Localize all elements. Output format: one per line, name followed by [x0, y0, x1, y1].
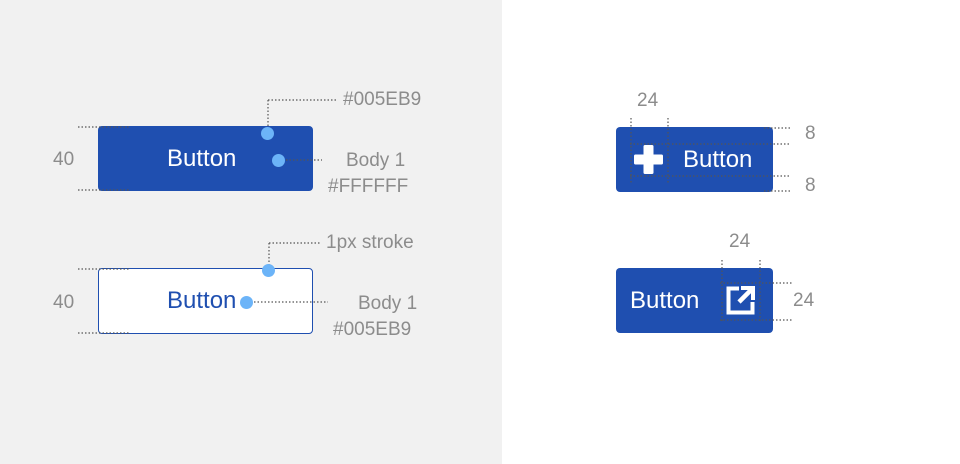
secondary-font-label: Body 1: [358, 293, 418, 314]
secondary-stroke-label: 1px stroke: [326, 232, 414, 253]
trailing-icon-width-label: 24: [729, 231, 751, 252]
stroke-marker: [262, 264, 275, 277]
outline-text-marker: [240, 296, 253, 309]
primary-button-label: Button: [167, 144, 237, 172]
primary-fill-color-label: #005EB9: [343, 89, 422, 110]
primary-height-label: 40: [53, 149, 75, 170]
primary-font-label: Body 1: [346, 150, 406, 171]
plus-icon: [634, 145, 663, 174]
primary-text-color-label: #FFFFFF: [328, 176, 409, 197]
trailing-icon-button[interactable]: Button: [616, 268, 773, 333]
leading-icon-button-label: Button: [683, 145, 753, 173]
secondary-text-color-label: #005EB9: [333, 319, 412, 340]
fill-color-marker: [261, 127, 274, 140]
right-panel: [502, 0, 960, 464]
leading-icon-button[interactable]: Button: [616, 127, 773, 192]
secondary-button[interactable]: Button: [98, 268, 313, 334]
left-panel: [0, 0, 502, 464]
leading-icon-size-label: 24: [637, 90, 659, 111]
leading-bottom-padding-label: 8: [805, 175, 816, 196]
secondary-button-label: Button: [167, 287, 237, 314]
secondary-height-label: 40: [53, 292, 75, 313]
trailing-icon-height-label: 24: [793, 290, 815, 311]
text-color-marker: [272, 154, 285, 167]
trailing-icon-button-label: Button: [630, 286, 700, 314]
external-link-icon: [726, 286, 755, 315]
leading-top-padding-label: 8: [805, 123, 816, 144]
